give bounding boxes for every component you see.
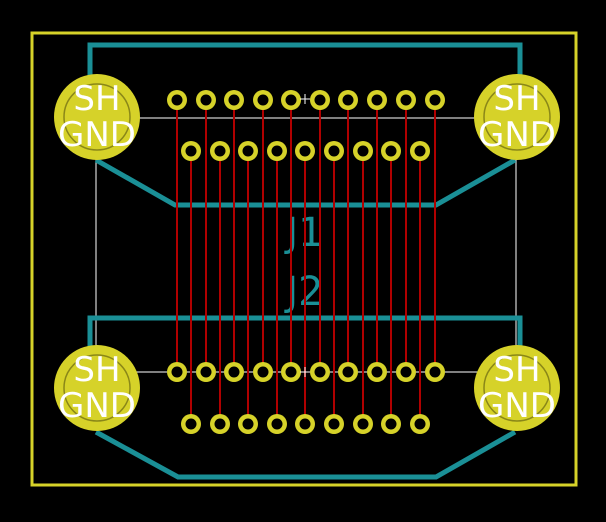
origin-marker-j2 xyxy=(300,367,310,377)
pin-j2-b8 xyxy=(381,414,401,434)
pin-j2-b4 xyxy=(267,414,287,434)
pin-j2-b9 xyxy=(410,414,430,434)
pin-j2-a7 xyxy=(338,362,358,382)
pin-j1-b2 xyxy=(210,141,230,161)
pin-j1-a8 xyxy=(367,90,387,110)
pin-j2-b5 xyxy=(295,414,315,434)
pins xyxy=(167,90,445,434)
pin-j2-a4 xyxy=(253,362,273,382)
board-outline xyxy=(30,31,578,487)
pin-j2-a6 xyxy=(310,362,330,382)
pin-j1-a5 xyxy=(281,90,301,110)
pin-j1-a7 xyxy=(338,90,358,110)
pin-j1-a1 xyxy=(167,90,187,110)
pin-j1-a10 xyxy=(425,90,445,110)
silk-outline-j1-top xyxy=(87,42,523,90)
pin-j2-a2 xyxy=(196,362,216,382)
pin-j1-a9 xyxy=(396,90,416,110)
mounting-pad-label-j2-left-1: SH xyxy=(73,350,120,390)
mounting-pad-label-j2-right-2: GND xyxy=(478,386,556,426)
pin-j2-b7 xyxy=(353,414,373,434)
pin-j1-b3 xyxy=(238,141,258,161)
mounting-pad-label-j2-right-1: SH xyxy=(493,350,540,390)
pin-j1-b8 xyxy=(381,141,401,161)
origin-marker-j1 xyxy=(300,94,310,104)
pin-j1-b7 xyxy=(353,141,373,161)
pin-j1-b6 xyxy=(324,141,344,161)
mounting-pad-label-j1-right-2: GND xyxy=(478,115,556,155)
pin-j2-a9 xyxy=(396,362,416,382)
pin-j1-b9 xyxy=(410,141,430,161)
pin-j2-b2 xyxy=(210,414,230,434)
pin-j1-b4 xyxy=(267,141,287,161)
pin-j2-a8 xyxy=(367,362,387,382)
designator-j1: J1 xyxy=(283,210,323,256)
pin-j1-b1 xyxy=(181,141,201,161)
pin-j2-a1 xyxy=(167,362,187,382)
silk-outline-j2-bottom xyxy=(94,429,517,480)
pin-j2-b6 xyxy=(324,414,344,434)
pin-j2-a10 xyxy=(425,362,445,382)
mounting-pad-label-j2-left-2: GND xyxy=(58,386,136,426)
pin-j2-a3 xyxy=(224,362,244,382)
designator-j2: J2 xyxy=(283,269,323,315)
pin-j1-b5 xyxy=(295,141,315,161)
pin-j1-a6 xyxy=(310,90,330,110)
pin-j1-a4 xyxy=(253,90,273,110)
pin-j1-a3 xyxy=(224,90,244,110)
pin-j1-a2 xyxy=(196,90,216,110)
mounting-pad-label-j1-left-2: GND xyxy=(58,115,136,155)
pin-j2-a5 xyxy=(281,362,301,382)
pin-j2-b1 xyxy=(181,414,201,434)
pin-j2-b3 xyxy=(238,414,258,434)
mounting-pad-label-j1-left-1: SH xyxy=(73,79,120,119)
traces xyxy=(176,100,436,424)
mounting-pad-label-j1-right-1: SH xyxy=(493,79,540,119)
